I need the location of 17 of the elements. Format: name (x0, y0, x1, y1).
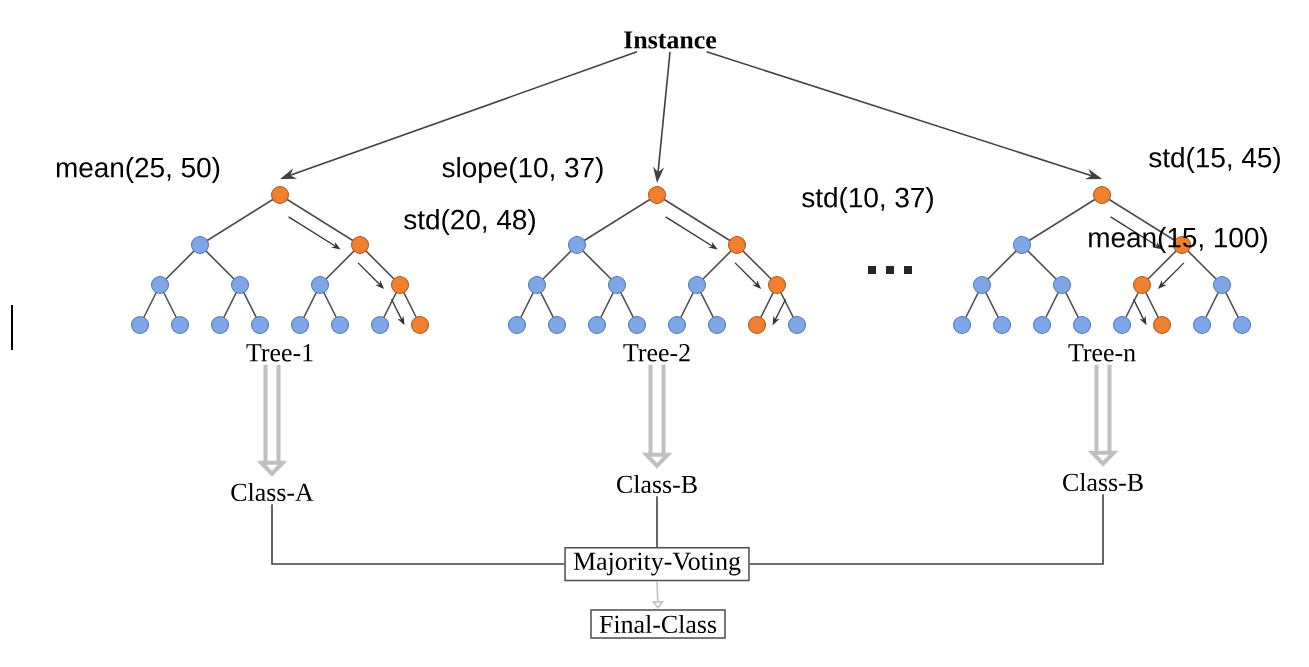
node-label: Tree-2 (623, 344, 690, 362)
class-label: Class-A (231, 482, 314, 502)
split-label: std(15, 45) (1149, 147, 1280, 173)
split-label: slope(10, 37) (442, 157, 603, 183)
connector-line (748, 493, 1104, 565)
process-box: Majority-Voting (564, 546, 750, 582)
connector-line (271, 503, 566, 565)
process-box: Final-Class (590, 609, 726, 639)
class-label: Class-B (1063, 472, 1143, 492)
class-label: Class-B (617, 474, 697, 494)
title-text: Instance (624, 31, 717, 49)
node-label: Tree-1 (246, 344, 313, 362)
node-label: Tree-n (1068, 344, 1136, 362)
connector-line (656, 495, 658, 548)
split-label: mean(25, 50) (56, 157, 220, 183)
split-label: std(10, 37) (802, 187, 933, 213)
split-label: std(20, 48) (404, 209, 535, 235)
